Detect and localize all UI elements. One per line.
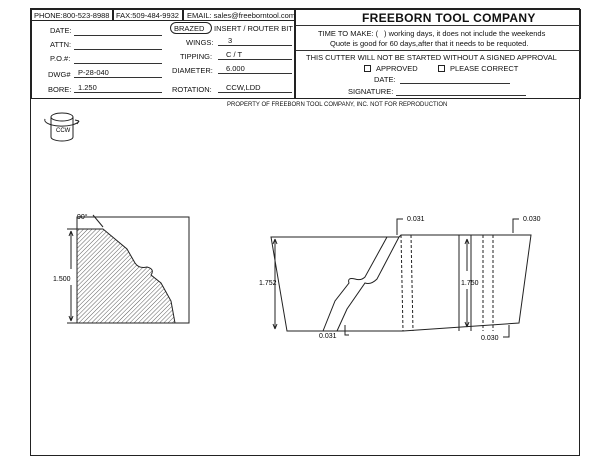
email-text: EMAIL: sales@freeborntool.com	[187, 11, 296, 20]
attn-line[interactable]	[74, 49, 162, 50]
please-correct-label: PLEASE CORRECT	[450, 64, 519, 73]
rotation-label: ROTATION:	[172, 85, 212, 94]
quote-note: Quote is good for 60 days,after that it …	[330, 39, 529, 48]
phone-text: PHONE:800-523-8988	[34, 11, 110, 20]
rotation-cylinder-icon: CCW	[44, 112, 80, 142]
wings-line	[218, 45, 292, 46]
diameter-label: DIAMETER:	[172, 66, 213, 75]
rotation-icon-label: CCW	[56, 128, 71, 134]
approval-date-label: DATE:	[374, 75, 396, 84]
phone-cell: PHONE:800-523-8988	[31, 9, 113, 21]
rotation-line	[218, 92, 292, 93]
drawing-sheet: PHONE:800-523-8988 FAX:509-484-9932 EMAI…	[30, 8, 581, 456]
brazed-circle	[170, 22, 212, 34]
bottom-right-gap-dim: 0.030	[481, 335, 499, 342]
attn-label: ATTN:	[50, 40, 72, 49]
email-cell: EMAIL: sales@freeborntool.com	[183, 9, 295, 21]
fax-cell: FAX:509-484-9932	[113, 9, 183, 21]
rotation-value: CCW,LDD	[226, 83, 261, 92]
title-divider	[296, 25, 580, 26]
dwg-label: DWG#	[48, 70, 71, 79]
diameter-value: 6.000	[226, 64, 245, 73]
dwg-value: P-28-040	[78, 68, 109, 77]
signature-label: SIGNATURE:	[348, 87, 394, 96]
type-brazed: BRAZED	[174, 24, 205, 33]
top-left-gap-dim: 0.031	[407, 216, 425, 223]
bore-value: 1.250	[78, 83, 97, 92]
fax-text: FAX:509-484-9932	[116, 11, 179, 20]
left-height-dim: 1.500	[53, 276, 71, 283]
knife-profile-right	[270, 218, 532, 338]
please-correct-checkbox[interactable]	[438, 65, 445, 72]
approval-date-line[interactable]	[400, 83, 510, 84]
time-to-make-end: ) working days, it does not include the …	[384, 29, 546, 38]
approval-warning: THIS CUTTER WILL NOT BE STARTED WITHOUT …	[306, 53, 557, 62]
bore-line	[74, 92, 162, 93]
bore-label: BORE:	[48, 85, 72, 94]
diameter-line	[218, 73, 292, 74]
tipping-value: C / T	[226, 50, 243, 59]
knife-profile-left	[67, 214, 190, 324]
tipping-label: TIPPING:	[180, 52, 213, 61]
approval-box: FREEBORN TOOL COMPANY TIME TO MAKE: ( ) …	[295, 9, 581, 99]
order-fields-box: DATE: ATTN: P.O.#: DWG# P-28-040 BORE: 1…	[31, 21, 295, 99]
type-options: INSERT / ROUTER BIT	[214, 24, 293, 33]
bottom-left-gap-dim: 0.031	[319, 333, 337, 340]
po-line[interactable]	[74, 63, 162, 64]
time-to-make-start: TIME TO MAKE: (	[318, 29, 379, 38]
company-name: FREEBORN TOOL COMPANY	[362, 11, 536, 25]
tipping-line	[218, 59, 292, 60]
date-label: DATE:	[50, 26, 72, 35]
wings-value: 3	[228, 36, 233, 45]
profile-drawing: 90° 1.500 1.752 1.750 0.031 0.030	[53, 213, 541, 342]
signature-line[interactable]	[396, 95, 526, 96]
top-right-gap-dim: 0.030	[523, 216, 541, 223]
note-divider	[296, 50, 580, 51]
angle-label: 90°	[77, 213, 88, 221]
dwg-line	[74, 77, 162, 78]
date-line[interactable]	[74, 35, 162, 36]
approved-label: APPROVED	[376, 64, 418, 73]
po-label: P.O.#:	[50, 54, 71, 63]
approved-checkbox[interactable]	[364, 65, 371, 72]
property-note: PROPERTY OF FREEBORN TOOL COMPANY, INC. …	[227, 102, 448, 108]
wings-label: WINGS:	[186, 38, 214, 47]
right-outer-height-dim: 1.752	[259, 280, 277, 287]
right-inner-height-dim: 1.750	[461, 280, 479, 287]
